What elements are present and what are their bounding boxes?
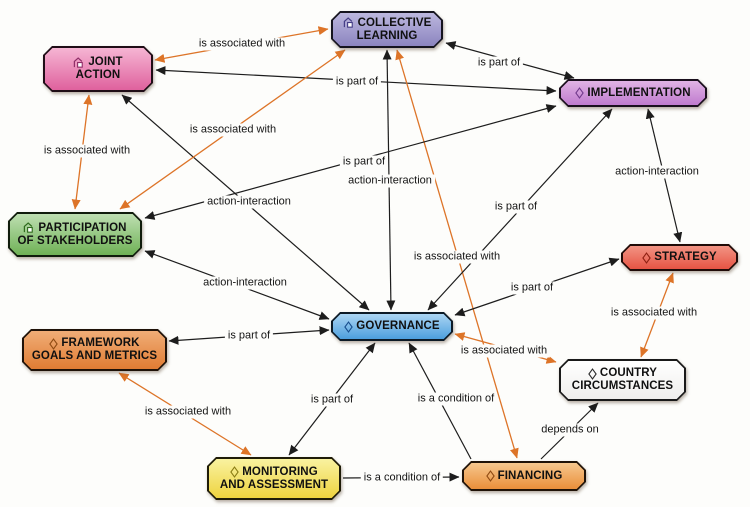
node-label-line: COLLECTIVE <box>357 16 432 29</box>
node-label-line: OF STAKEHOLDERS <box>17 234 133 247</box>
diamond-icon <box>575 87 584 99</box>
edge-label-joint-action-governance: action-interaction <box>204 195 294 209</box>
edge-label-joint-action-participation-of-stakeholders: is associated with <box>40 144 134 158</box>
node-strategy[interactable]: STRATEGY <box>621 244 738 271</box>
nested-node-icon <box>23 222 35 234</box>
edge-label-participation-of-stakeholders-implementation: is part of <box>339 155 389 169</box>
node-border: GOVERNANCE <box>331 312 453 341</box>
edge-label-strategy-country-circumstances: is associated with <box>607 306 701 320</box>
edge-label-implementation-strategy: action-interaction <box>612 165 702 179</box>
diamond-icon <box>642 252 651 264</box>
edge-label-implementation-governance: is part of <box>491 200 541 214</box>
node-implementation[interactable]: IMPLEMENTATION <box>559 79 707 107</box>
node-label-line: LEARNING <box>356 29 418 42</box>
node-label-line: CIRCUMSTANCES <box>571 380 674 392</box>
node-label-line: JOINT <box>88 56 123 68</box>
node-label-line: AND ASSESSMENT <box>219 478 329 491</box>
diamond-icon <box>486 470 495 482</box>
nested-node-icon <box>73 57 85 69</box>
node-label-line: STRATEGY <box>654 251 717 263</box>
node-governance[interactable]: GOVERNANCE <box>331 312 453 341</box>
diamond-icon <box>344 321 353 333</box>
edge-label-governance-framework-goals-and-metrics: is part of <box>224 329 274 343</box>
edge-label-monitoring-and-assessment-financing: is a condition of <box>360 471 444 485</box>
edge-label-collective-learning-financing: is associated with <box>410 250 504 264</box>
node-label-line: FRAMEWORK <box>61 337 140 349</box>
node-label-line: GOALS AND METRICS <box>31 350 158 362</box>
node-label-line: GOVERNANCE <box>356 320 440 332</box>
node-border: FINANCING <box>462 461 586 491</box>
node-border: STRATEGY <box>621 244 738 271</box>
nested-node-icon <box>343 17 355 29</box>
edge-label-governance-country-circumstances: is associated with <box>457 344 551 358</box>
edge-label-financing-country-circumstances: depends on <box>538 423 602 437</box>
edge-label-participation-of-stakeholders-governance: action-interaction <box>200 276 290 290</box>
node-border: IMPLEMENTATION <box>559 79 707 107</box>
node-body: STRATEGY <box>623 246 737 270</box>
edge-label-financing-governance: is a condition of <box>414 392 498 406</box>
edge-label-strategy-governance: is part of <box>507 281 557 295</box>
node-label-line: FINANCING <box>497 469 563 482</box>
node-body: GOVERNANCE <box>333 314 452 340</box>
node-label-line: COUNTRY <box>599 367 658 379</box>
edge-label-framework-goals-and-metrics-monitoring-and-assessment: is associated with <box>141 405 235 419</box>
edge-label-governance-monitoring-and-assessment: is part of <box>307 393 357 407</box>
node-label-line: IMPLEMENTATION <box>587 86 691 99</box>
node-financing[interactable]: FINANCING <box>462 461 586 491</box>
node-label-line: ACTION <box>75 69 121 81</box>
edge-label-joint-action-implementation: is part of <box>332 75 382 89</box>
edge-label-collective-learning-governance: action-interaction <box>345 174 435 188</box>
edge-label-collective-learning-participation-of-stakeholders: is associated with <box>186 123 280 137</box>
diamond-icon <box>230 466 239 478</box>
node-body: IMPLEMENTATION <box>561 81 706 106</box>
edge-label-collective-learning-implementation: is part of <box>474 56 524 70</box>
edge-label-joint-action-collective-learning: is associated with <box>195 37 289 51</box>
diamond-icon <box>49 338 58 350</box>
node-label-line: PARTICIPATION <box>38 221 127 234</box>
node-label-line: MONITORING <box>242 465 318 478</box>
diamond-icon <box>588 368 597 380</box>
node-body: FINANCING <box>464 463 585 490</box>
